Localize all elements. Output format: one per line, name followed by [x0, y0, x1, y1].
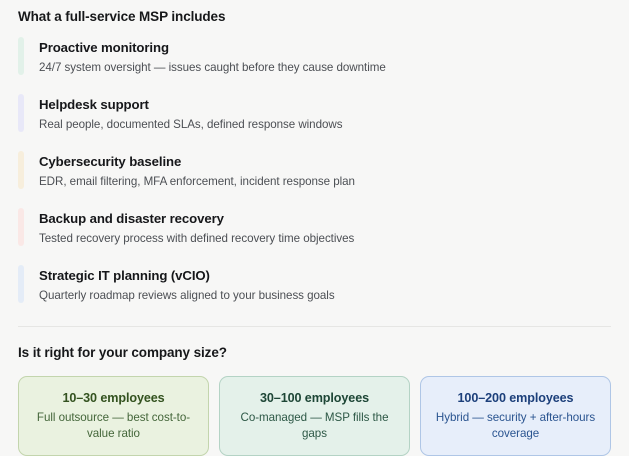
list-item-description: Quarterly roadmap reviews aligned to you…: [39, 288, 335, 302]
company-size-card-100-200[interactable]: 100–200 employees Hybrid — security + af…: [420, 376, 611, 456]
accent-bar-icon: [18, 37, 24, 75]
list-item-description: EDR, email filtering, MFA enforcement, i…: [39, 174, 355, 188]
company-size-card-description: Full outsource — best cost-to-value rati…: [36, 411, 191, 440]
list-item-body: Cybersecurity baseline EDR, email filter…: [39, 151, 355, 189]
company-size-card-title: 10–30 employees: [62, 391, 165, 405]
includes-section-heading: What a full-service MSP includes: [18, 9, 226, 24]
section-divider: [18, 326, 611, 327]
company-size-card-title: 30–100 employees: [259, 391, 370, 405]
accent-bar-icon: [18, 151, 24, 189]
list-item: Backup and disaster recovery Tested reco…: [18, 208, 611, 265]
accent-bar-icon: [18, 265, 24, 303]
list-item-title: Backup and disaster recovery: [39, 210, 224, 226]
list-item-description: Real people, documented SLAs, defined re…: [39, 117, 343, 131]
company-size-section-heading: Is it right for your company size?: [18, 345, 227, 360]
list-item-body: Helpdesk support Real people, documented…: [39, 94, 343, 132]
company-size-card-description: Co-managed — MSP fills the gaps: [240, 411, 389, 440]
list-item-title: Cybersecurity baseline: [39, 153, 182, 169]
list-item-body: Proactive monitoring 24/7 system oversig…: [39, 37, 386, 75]
company-size-section: Is it right for your company size? 10–30…: [0, 327, 629, 456]
includes-section: What a full-service MSP includes Proacti…: [18, 9, 611, 322]
accent-bar-icon: [18, 94, 24, 132]
company-size-card-10-30[interactable]: 10–30 employees Full outsource — best co…: [18, 376, 209, 456]
list-item: Strategic IT planning (vCIO) Quarterly r…: [18, 265, 611, 322]
accent-bar-icon: [18, 208, 24, 246]
list-item-title: Strategic IT planning (vCIO): [39, 267, 210, 283]
list-item-body: Strategic IT planning (vCIO) Quarterly r…: [39, 265, 335, 303]
company-size-card-title: 100–200 employees: [457, 391, 574, 405]
list-item-title: Proactive monitoring: [39, 39, 169, 55]
list-item: Proactive monitoring 24/7 system oversig…: [18, 37, 611, 94]
company-size-card-30-100[interactable]: 30–100 employees Co-managed — MSP fills …: [219, 376, 410, 456]
list-item: Cybersecurity baseline EDR, email filter…: [18, 151, 611, 208]
company-size-card-list: 10–30 employees Full outsource — best co…: [18, 376, 611, 456]
list-item-title: Helpdesk support: [39, 96, 149, 112]
list-item: Helpdesk support Real people, documented…: [18, 94, 611, 151]
list-item-description: 24/7 system oversight — issues caught be…: [39, 60, 386, 74]
list-item-body: Backup and disaster recovery Tested reco…: [39, 208, 354, 246]
includes-feature-list: Proactive monitoring 24/7 system oversig…: [18, 37, 611, 322]
list-item-description: Tested recovery process with defined rec…: [39, 231, 355, 245]
company-size-card-description: Hybrid — security + after-hours coverage: [435, 411, 596, 440]
